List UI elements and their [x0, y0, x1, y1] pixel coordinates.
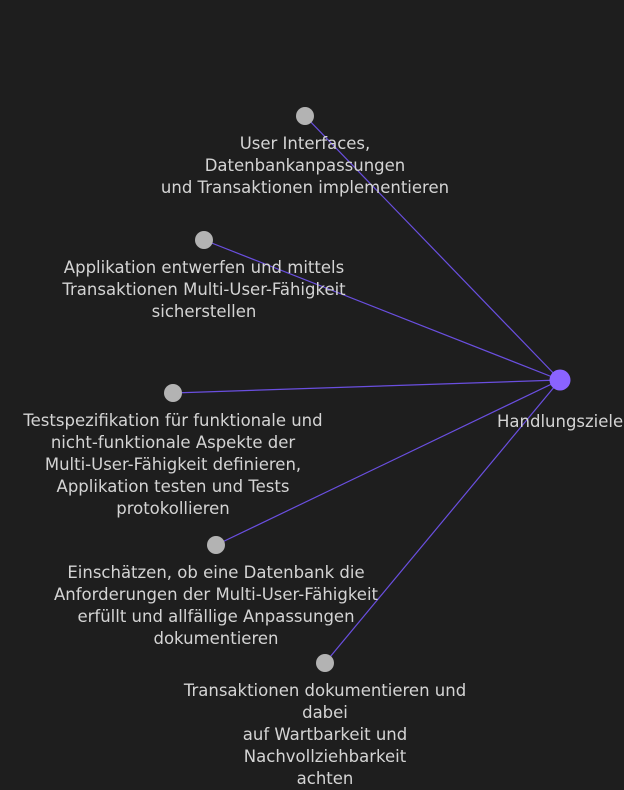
node-hub[interactable] [549, 369, 571, 391]
hub-label: Handlungsziele [497, 412, 624, 431]
edges [172, 115, 561, 664]
edge-3 [172, 379, 561, 394]
edge-4 [215, 379, 561, 546]
node-2[interactable] [195, 231, 213, 249]
node-4-label: Einschätzen, ob eine Datenbank die Anfor… [53, 563, 379, 648]
edge-2 [203, 239, 561, 381]
node-2-label: Applikation entwerfen und mittels Transa… [62, 258, 346, 321]
node-3[interactable] [164, 384, 182, 402]
edge-5 [324, 379, 561, 664]
node-1-label: User Interfaces, Datenbankanpassungen un… [160, 134, 450, 197]
node-1[interactable] [296, 107, 314, 125]
node-5[interactable] [316, 654, 334, 672]
node-3-label: Testspezifikation für funktionale und ni… [23, 411, 323, 518]
graph-canvas [164, 107, 571, 672]
edge-1 [304, 115, 561, 381]
node-5-label: Transaktionen dokumentieren und dabei au… [183, 681, 467, 788]
node-4[interactable] [207, 536, 225, 554]
nodes [164, 107, 571, 672]
